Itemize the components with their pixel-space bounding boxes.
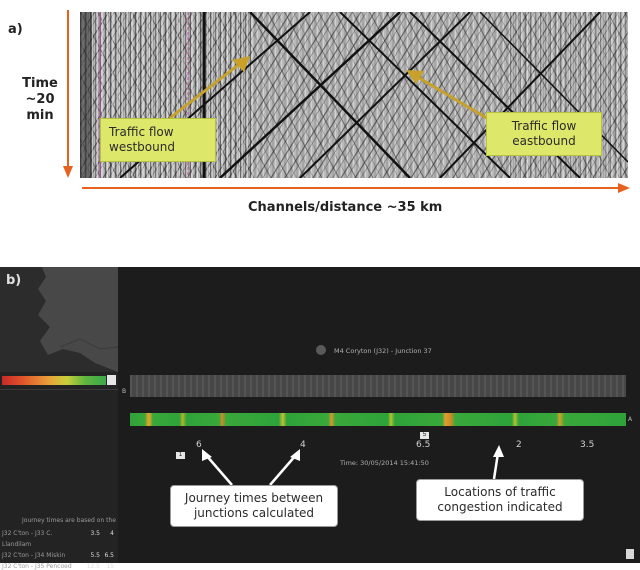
journey-route: J32 C'ton - J34 Miskin [2,551,66,559]
y-axis-title-line2: ~20 min [25,92,55,123]
callout-east-line1: Traffic flow [511,119,577,133]
callout-journey-line2: junctions calculated [193,506,315,520]
journey-time-a: 12.5 [86,562,100,570]
callout-congestion: Locations of traffic congestion indicate… [416,479,584,521]
lane-b-track [130,375,626,397]
callout-congestion-line1: Locations of traffic [444,485,556,499]
distance-label: 6 [196,440,202,450]
journey-time-b: 4 [110,529,114,537]
y-axis-title-line1: Time [22,76,58,91]
journey-time-a: 3.5 [90,529,100,537]
callout-traffic-eastbound: Traffic flow eastbound [486,112,602,156]
panel-b-label: b) [6,273,22,288]
lane-b-marker: B [122,388,127,395]
journey-time-b: 15 [106,562,114,570]
x-axis-arrowhead [618,183,630,193]
callout-east-line2: eastbound [512,134,576,148]
journey-time-a: 5.5 [90,551,100,559]
lane-a-congestion-bar[interactable] [130,413,626,426]
callout-journey-line1: Journey times between [184,491,324,505]
junction-badge[interactable]: 1 [176,452,185,459]
map-area [0,267,118,372]
journey-row: J32 C'ton - J34 Miskin 5.5 6.5 [2,551,114,559]
callout-traffic-westbound: Traffic flow westbound [100,118,216,162]
lane-a-marker: A [628,416,633,423]
west-callout-arrowhead [232,56,250,72]
journey-row: Llandilam [2,540,114,548]
route-header: M4 Coryton (J32) - Junction 37 [334,347,432,355]
panel-a-label: a) [8,22,23,37]
callout-west-line2: westbound [109,140,175,154]
callout-west-line1: Traffic flow [109,125,174,139]
timestamp: Time: 30/05/2014 15:41:50 [340,459,429,467]
wales-map-shape [38,267,118,372]
journey-route: J32 C'ton - J35 Pencoed [2,562,72,570]
corner-scroll-handle[interactable] [626,549,634,559]
panel-a-axes [63,10,630,193]
distance-label: 2 [516,440,522,450]
journey-table-caption: Journey times are based on the latest sa… [22,517,162,524]
panel-b: b) Journey times are based on the latest… [0,267,640,570]
junction-badge[interactable]: 5 [420,432,429,439]
left-panel-divider [0,389,118,390]
journey-route: J32 C'ton - J33 C. [2,529,53,537]
panel-b-callout-arrows [202,445,504,486]
callout-journey-times: Journey times between junctions calculat… [170,485,338,527]
journey-route: Llandilam [2,540,32,548]
panel-a-callout-arrows [169,56,491,122]
distance-label: 3.5 [580,440,595,450]
y-axis-arrowhead [63,166,73,178]
location-marker-icon[interactable] [316,345,326,355]
distance-label: 4 [300,440,306,450]
y-axis-title: Time ~20 min [14,76,66,124]
callout-congestion-line2: congestion indicated [437,500,563,514]
journey-row: J32 C'ton - J33 C. 3.5 4 [2,529,114,537]
east-callout-arrowhead [406,70,424,84]
journey-time-b: 6.5 [104,551,114,559]
west-callout-arrow [169,60,243,120]
congestion-legend-bar [2,376,106,385]
east-callout-arrow [415,74,491,122]
x-axis-title: Channels/distance ~35 km [248,200,443,215]
distance-label: 6.5 [416,440,431,450]
legend-end-box [107,375,116,385]
journey-row: J32 C'ton - J35 Pencoed 12.5 15 [2,562,114,570]
